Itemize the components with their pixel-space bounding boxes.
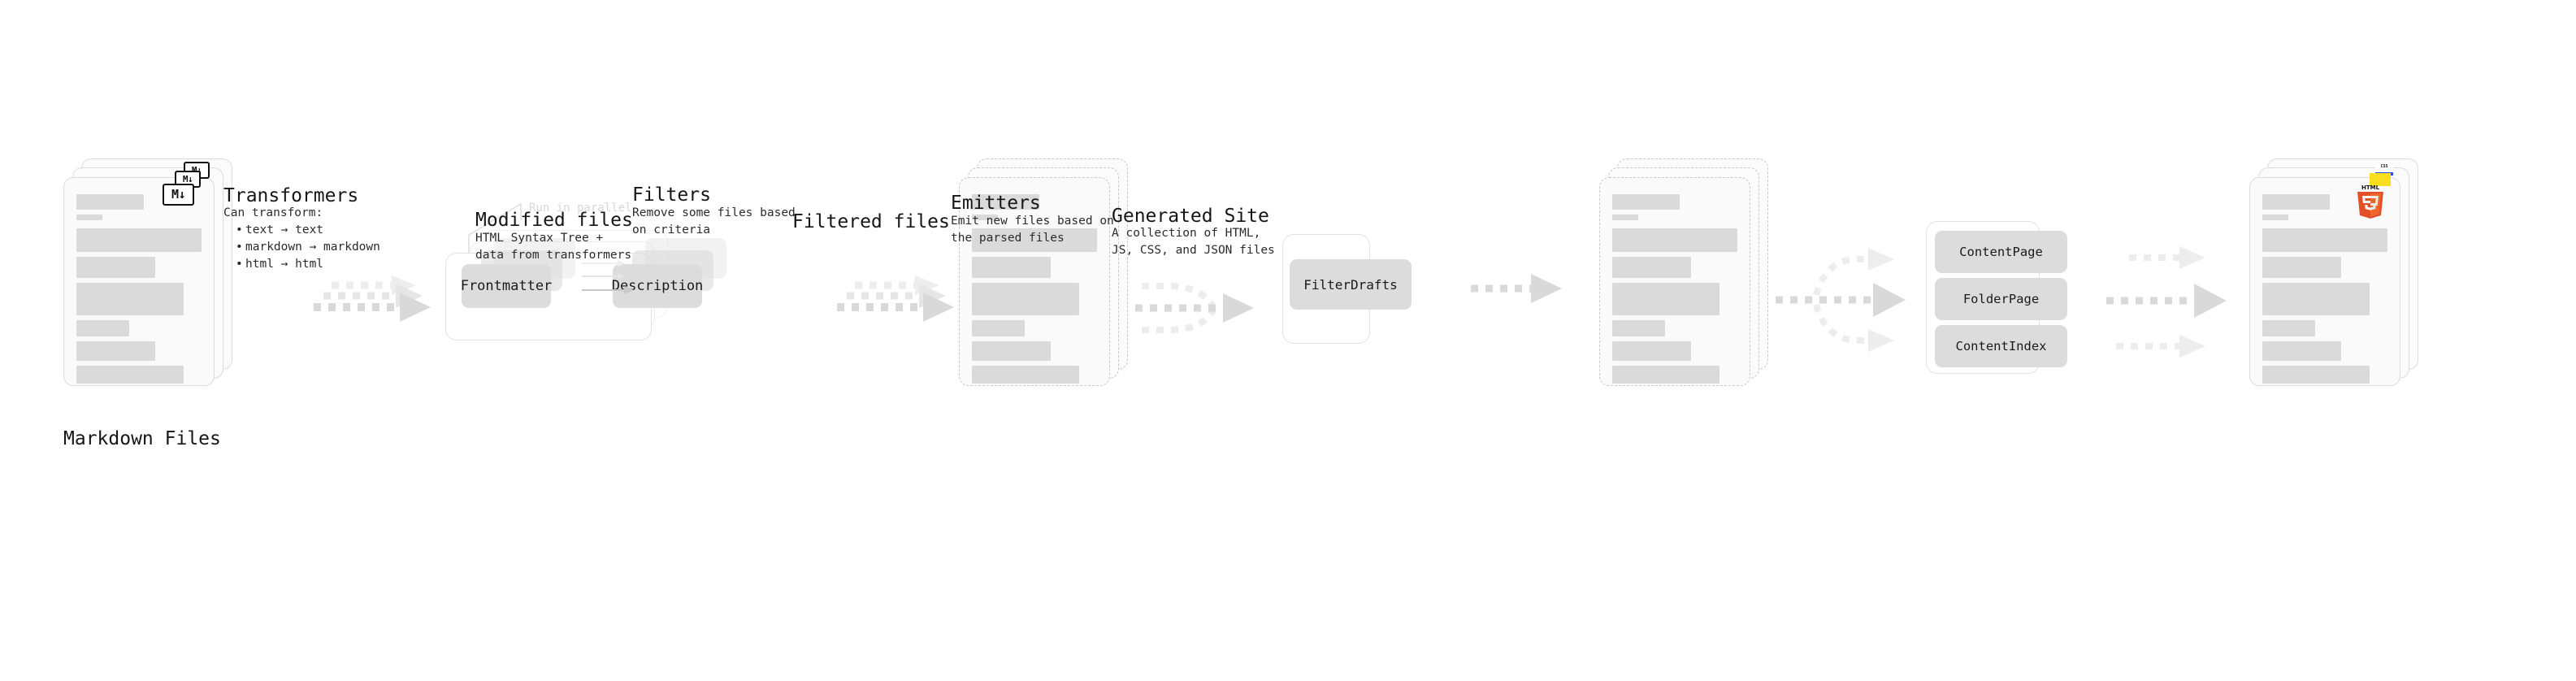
skeleton-line [76, 341, 156, 361]
filter-chip-filterdrafts[interactable]: FilterDrafts [1290, 259, 1412, 310]
skeleton-line [972, 194, 1040, 210]
skeleton-line [2262, 257, 2342, 278]
label-filtered-files: Filtered files [792, 211, 950, 232]
html5-badge: HTML [2355, 183, 2386, 219]
skeleton-line [76, 366, 184, 384]
label-emitters: Emitters [951, 193, 1041, 214]
markdown-file-stack: M↓ M↓ M↓ [63, 158, 234, 386]
label-generated-site: Generated Site [1112, 206, 1269, 227]
skeleton-line [1612, 257, 1692, 278]
stage-modified-files [959, 158, 1130, 386]
skeleton-line [1612, 366, 1720, 384]
skeleton-line [2262, 228, 2387, 252]
markdown-file-content [63, 177, 215, 386]
skeleton-line [1612, 283, 1720, 315]
emitter-chip-contentindex[interactable]: ContentIndex [1935, 325, 2067, 367]
transformer-chip-description[interactable]: Description [612, 264, 703, 308]
transformers-subtitle: Can transform: [223, 206, 323, 219]
filtered-file-stack [1599, 158, 1770, 386]
filtered-file-content [1599, 177, 1750, 386]
skeleton-line [76, 228, 202, 252]
stage-markdown-files: M↓ M↓ M↓ [63, 158, 234, 386]
transformer-inner-arrows [582, 259, 657, 310]
stage-generated-site: CSS HTML [2249, 158, 2420, 386]
skeleton-line [972, 228, 1097, 252]
label-markdown-files: Markdown Files [63, 428, 221, 449]
skeleton-line [2262, 283, 2370, 315]
arrow-modified-to-filters [1135, 268, 1273, 358]
skeleton-line [1612, 341, 1692, 361]
arrow-emitters-to-site [2106, 237, 2244, 367]
skeleton-line [1612, 215, 1639, 220]
label-transformers: Transformers [223, 185, 359, 206]
skeleton-line [972, 283, 1080, 315]
skeleton-line [972, 320, 1025, 336]
js-badge [2370, 173, 2391, 186]
arrow-filtered-to-emitters [1776, 240, 1922, 370]
generated-site-stack: CSS HTML [2249, 158, 2420, 386]
emitter-chip-folderpage[interactable]: FolderPage [1935, 278, 2067, 320]
list-item: html → html [236, 256, 380, 273]
skeleton-line [1612, 194, 1680, 210]
generated-site-content [2249, 177, 2400, 386]
skeleton-line [2262, 194, 2331, 210]
skeleton-line [76, 320, 129, 336]
skeleton-line [972, 215, 999, 220]
skeleton-line [1612, 228, 1737, 252]
skeleton-line [2262, 366, 2370, 384]
arrow-filters-to-filtered [1471, 272, 1585, 321]
label-run-in-parallel: Run in parallel [529, 202, 632, 215]
skeleton-line [972, 366, 1080, 384]
skeleton-line [972, 341, 1052, 361]
skeleton-line [1612, 320, 1665, 336]
list-item: markdown → markdown [236, 239, 380, 256]
emitters-subtitle: Emit new files based on the parsed files [951, 215, 1114, 245]
modified-file-stack [959, 158, 1130, 386]
stage-filtered-files [1599, 158, 1770, 386]
skeleton-line [2262, 320, 2315, 336]
generated-site-subtitle: A collection of HTML, JS, CSS, and JSON … [1112, 227, 1275, 257]
arrow-markdown-to-transformers [307, 275, 437, 340]
skeleton-line [2262, 341, 2342, 361]
arrow-transformers-to-modified [830, 275, 961, 340]
modified-file-content [959, 177, 1110, 386]
transformer-chip-frontmatter[interactable]: Frontmatter [461, 264, 552, 308]
emitter-chip-contentpage[interactable]: ContentPage [1935, 231, 2067, 273]
skeleton-line [972, 257, 1052, 278]
html5-badge-wordmark: HTML [2361, 184, 2380, 191]
transformers-bullet-list: text → text markdown → markdown html → h… [234, 222, 380, 273]
run-in-parallel-bracket [467, 202, 532, 258]
skeleton-line [76, 283, 184, 315]
markdown-badge-front: M↓ [163, 184, 194, 206]
modified-files-subtitle: HTML Syntax Tree + data from transformer… [475, 232, 632, 262]
skeleton-line [76, 194, 145, 210]
skeleton-line [2262, 215, 2289, 220]
filters-subtitle: Remove some files based on criteria [632, 206, 796, 236]
skeleton-line [76, 215, 103, 220]
label-modified-files: Modified files [475, 210, 633, 231]
skeleton-line [76, 257, 156, 278]
list-item: text → text [236, 222, 380, 239]
label-filters: Filters [632, 184, 711, 206]
